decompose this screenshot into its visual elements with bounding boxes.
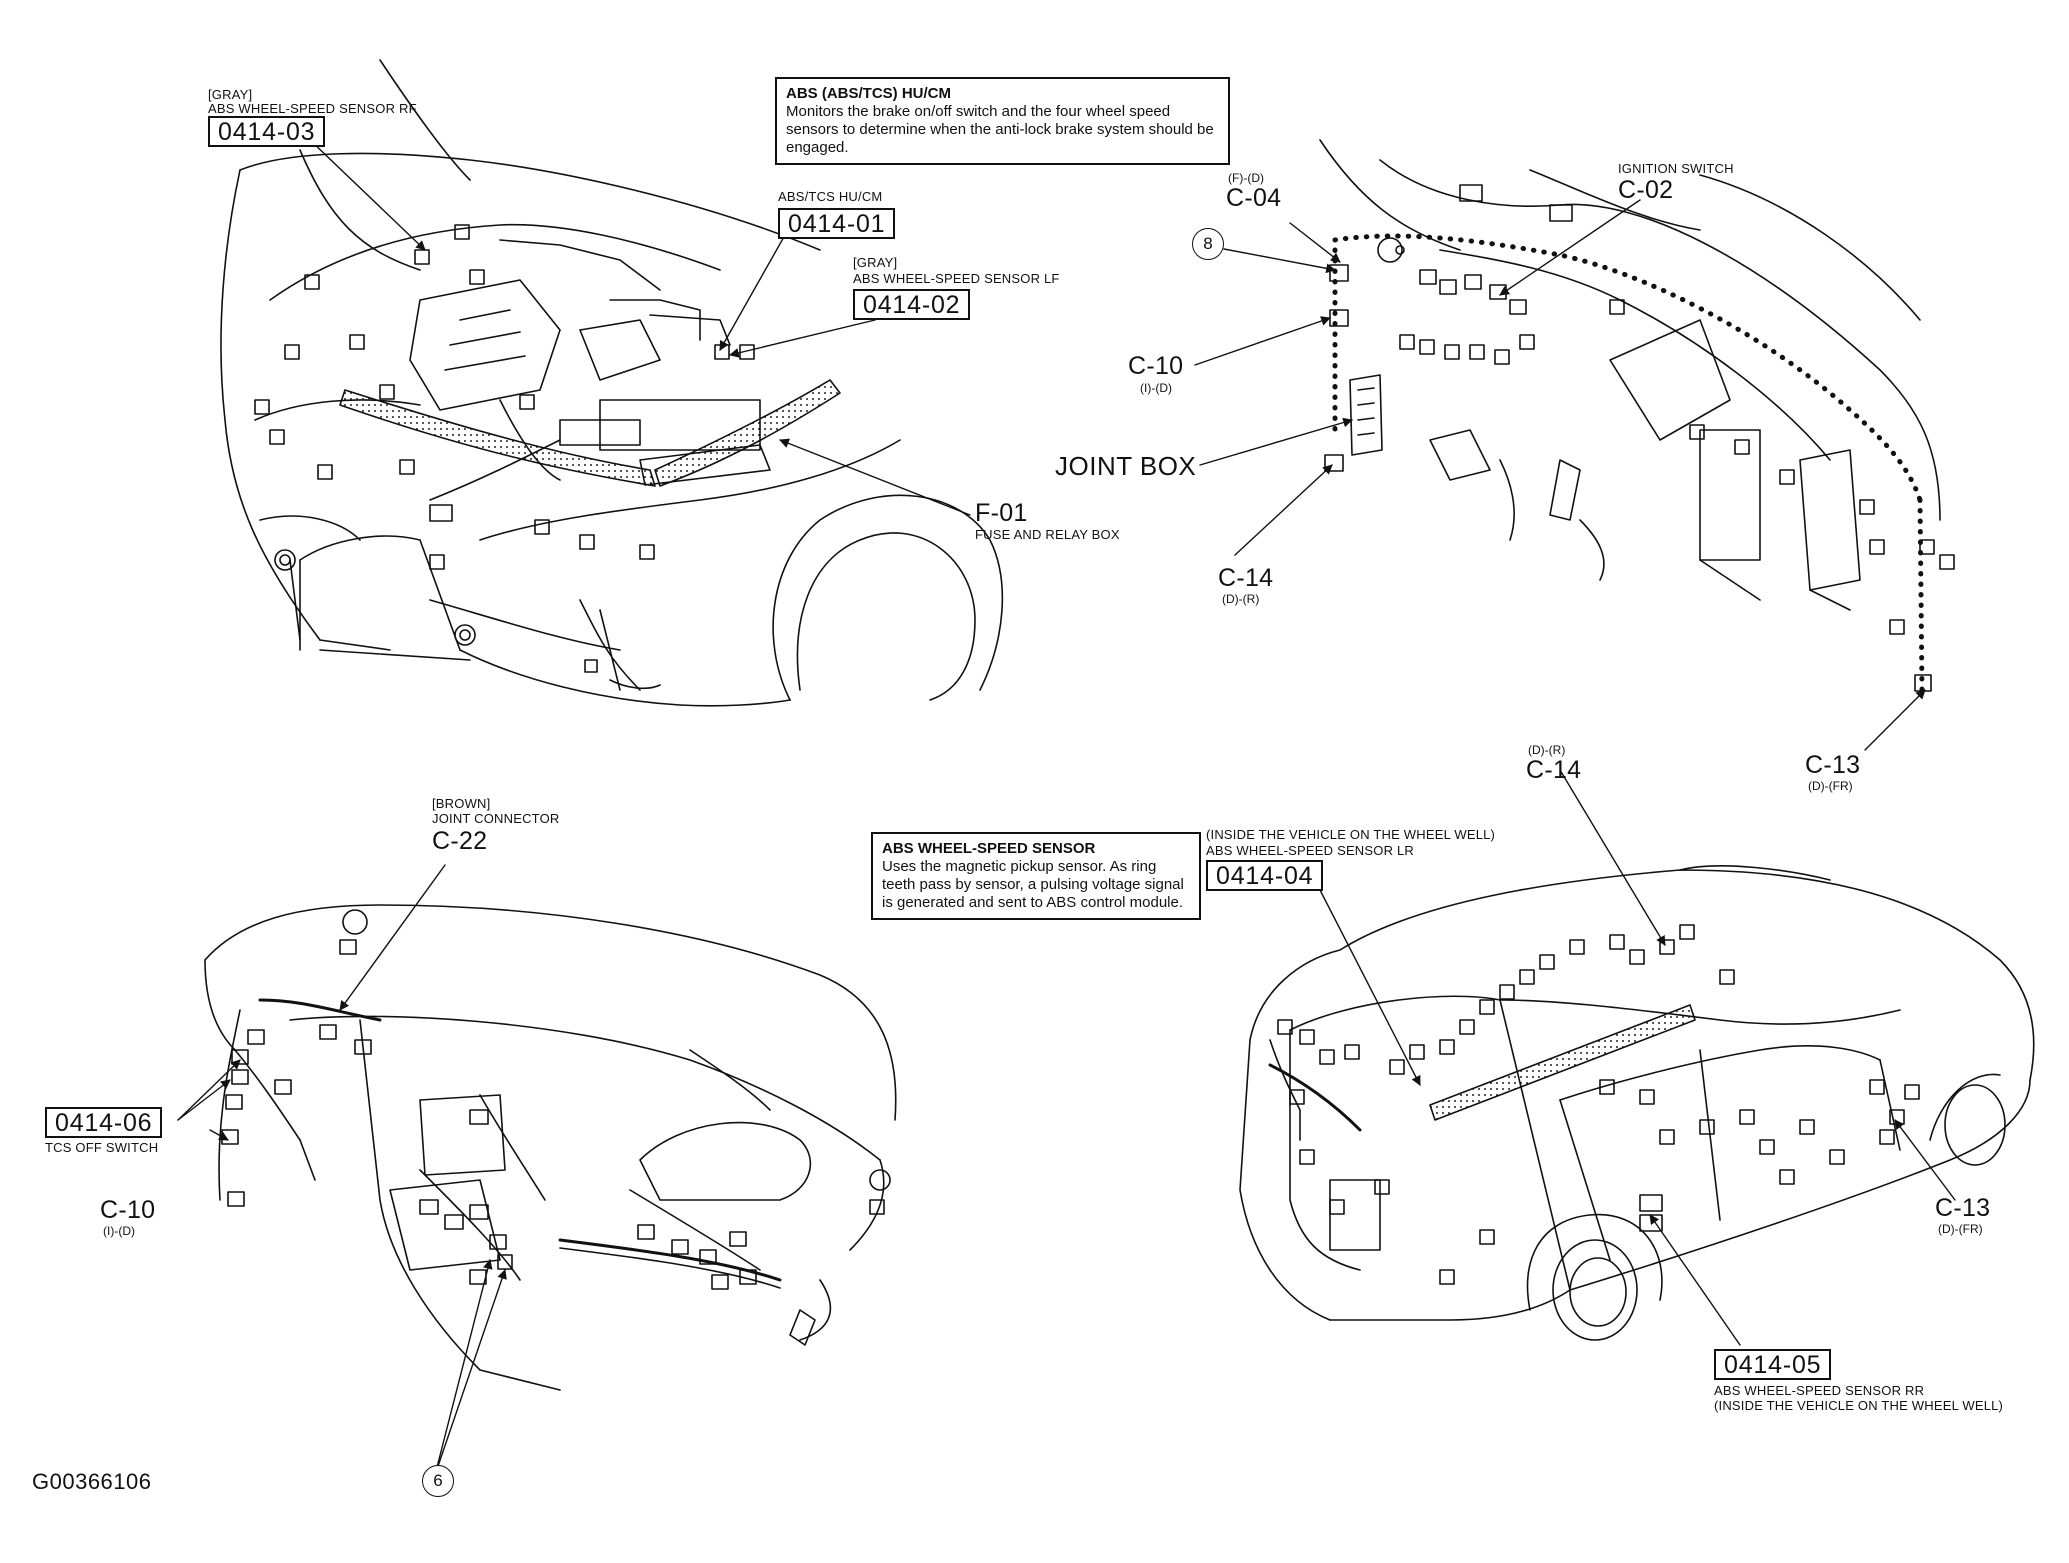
hucm-name: ABS/TCS HU/CM xyxy=(778,189,883,204)
rf-sensor-name: ABS WHEEL-SPEED SENSOR RF xyxy=(208,101,417,116)
callout-6: 6 xyxy=(422,1465,454,1497)
lf-sensor-name: ABS WHEEL-SPEED SENSOR LF xyxy=(853,271,1060,286)
c13-code: C-13 xyxy=(1805,751,1861,779)
c22-name: JOINT CONNECTOR xyxy=(432,811,560,826)
c13-location: (D)-(FR) xyxy=(1808,779,1853,793)
c13-rear-location: (D)-(FR) xyxy=(1938,1222,1983,1236)
rr-sensor-name: ABS WHEEL-SPEED SENSOR RR xyxy=(1714,1383,1925,1398)
c10-location: (I)-(D) xyxy=(1140,381,1172,395)
rear-vehicle-drawing xyxy=(1239,865,2035,1341)
c04-code: C-04 xyxy=(1226,184,1282,212)
tcs-switch-name: TCS OFF SWITCH xyxy=(45,1140,159,1155)
lr-sensor-name: ABS WHEEL-SPEED SENSOR LR xyxy=(1206,843,1414,858)
abs-hucm-info-box: ABS (ABS/TCS) HU/CM Monitors the brake o… xyxy=(775,77,1230,165)
tcs-switch-code-box: 0414-06 xyxy=(45,1107,163,1139)
f01-code: F-01 xyxy=(975,499,1028,527)
c10-panel-location: (I)-(D) xyxy=(103,1224,135,1238)
ignition-switch-name: IGNITION SWITCH xyxy=(1618,161,1734,176)
c10-panel-code: C-10 xyxy=(100,1196,156,1224)
lr-sensor-code: 0414-04 xyxy=(1206,860,1324,892)
abs-hucm-info-title: ABS (ABS/TCS) HU/CM xyxy=(786,85,951,102)
c14-location: (D)-(R) xyxy=(1222,592,1260,606)
c04-location: (F)-(D) xyxy=(1228,171,1264,185)
joint-box-label: JOINT BOX xyxy=(1055,451,1197,481)
c14-rear-code: C-14 xyxy=(1526,756,1582,784)
c22-code: C-22 xyxy=(432,827,488,855)
wheel-sensor-info-title: ABS WHEEL-SPEED SENSOR xyxy=(882,840,1096,857)
rr-sensor-code: 0414-05 xyxy=(1714,1349,1832,1381)
tcs-switch-code: 0414-06 xyxy=(45,1107,163,1139)
lr-sensor-note: (INSIDE THE VEHICLE ON THE WHEEL WELL) xyxy=(1206,827,1496,842)
rr-sensor-code-box: 0414-05 xyxy=(1714,1349,1832,1381)
lf-sensor-color: [GRAY] xyxy=(853,255,898,270)
callout-8: 8 xyxy=(1192,228,1224,260)
lf-sensor-code-box: 0414-02 xyxy=(853,289,971,321)
c02-code: C-02 xyxy=(1618,176,1674,204)
lr-sensor-code-box: 0414-04 xyxy=(1206,860,1324,892)
c14-rear-location: (D)-(R) xyxy=(1528,743,1566,757)
rf-sensor-code: 0414-03 xyxy=(208,116,326,148)
c13-rear-code: C-13 xyxy=(1935,1194,1991,1222)
instrument-panel-drawing xyxy=(204,904,897,1391)
f01-name: FUSE AND RELAY BOX xyxy=(975,527,1120,542)
lf-sensor-code: 0414-02 xyxy=(853,289,971,321)
hucm-code: 0414-01 xyxy=(778,208,896,240)
abs-hucm-info-body: Monitors the brake on/off switch and the… xyxy=(786,103,1214,156)
rf-sensor-color: [GRAY] xyxy=(208,87,253,102)
c10-code: C-10 xyxy=(1128,352,1184,380)
c22-color: [BROWN] xyxy=(432,796,491,811)
c14-code: C-14 xyxy=(1218,564,1274,592)
dash-harness-drawing xyxy=(1319,139,1955,693)
rr-sensor-note: (INSIDE THE VEHICLE ON THE WHEEL WELL) xyxy=(1714,1398,2004,1413)
rf-sensor-code-box: 0414-03 xyxy=(208,116,326,148)
leader-lines xyxy=(177,139,1956,1476)
figure-id: G00366106 xyxy=(32,1469,152,1494)
wheel-sensor-info-body: Uses the magnetic pickup sensor. As ring… xyxy=(882,858,1184,911)
hucm-code-box: 0414-01 xyxy=(778,208,896,240)
engine-bay-drawing xyxy=(220,59,1004,707)
wheel-sensor-info-box: ABS WHEEL-SPEED SENSOR Uses the magnetic… xyxy=(871,832,1201,920)
